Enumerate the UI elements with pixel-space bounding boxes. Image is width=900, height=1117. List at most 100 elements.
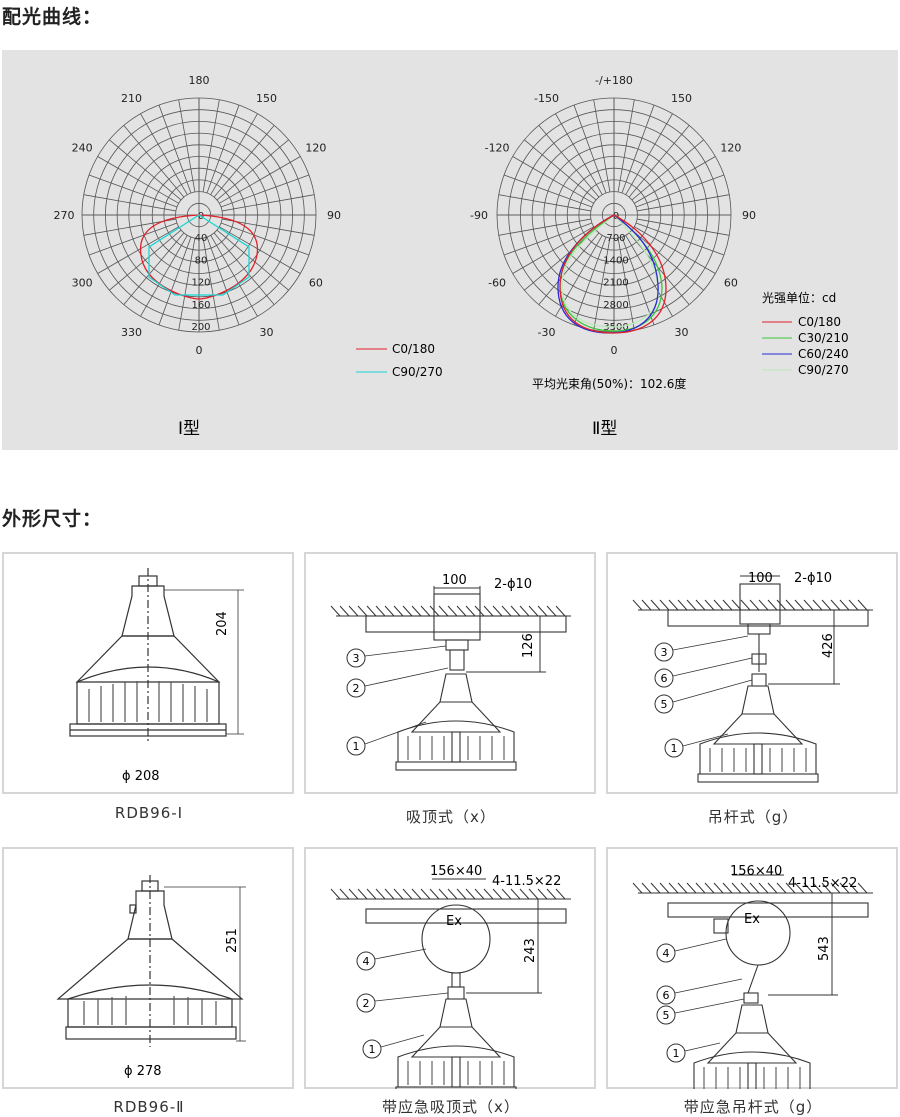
lamp-body xyxy=(697,685,819,783)
angle-label: 60 xyxy=(724,277,738,290)
callout-circle xyxy=(346,736,366,756)
angle-label: 30 xyxy=(260,326,274,339)
callout-number: 6 xyxy=(663,989,670,1002)
ceiling-hatch xyxy=(330,888,571,900)
angle-label: 30 xyxy=(675,326,689,339)
dimension-label: ϕ 278 xyxy=(124,1064,162,1079)
angle-label: 300 xyxy=(72,277,93,290)
angle-label: 0 xyxy=(611,344,618,357)
callout-circle xyxy=(664,738,684,758)
dimension-label: 2-ϕ10 xyxy=(794,571,832,586)
ex-mark: Ex xyxy=(744,912,760,927)
light-curve-heading: 配光曲线： xyxy=(2,6,103,28)
legend-label: C30/210 xyxy=(798,331,849,345)
legend-label: C0/180 xyxy=(392,342,435,356)
angle-label: 330 xyxy=(121,326,142,339)
polar-chart-type1: 1801501209060300330300270240210040801201… xyxy=(54,74,342,357)
callout-circle xyxy=(356,951,376,971)
radial-label: 80 xyxy=(195,255,208,266)
legend-label: C90/270 xyxy=(798,363,849,377)
angle-label: 150 xyxy=(671,92,692,105)
drawing-caption: RDB96-Ⅱ xyxy=(113,1098,185,1116)
emergency-box xyxy=(667,900,869,1004)
callout-number: 1 xyxy=(369,1043,376,1056)
callout-number: 3 xyxy=(661,646,668,659)
callout-number: 5 xyxy=(661,698,668,711)
intensity-curve xyxy=(139,214,259,300)
callout-circle xyxy=(654,668,674,688)
dimension-label: 156×40 xyxy=(430,864,482,879)
callout-number: 2 xyxy=(363,997,370,1010)
angle-label: 120 xyxy=(720,142,741,155)
angle-label: -150 xyxy=(534,92,559,105)
angle-label: 0 xyxy=(196,344,203,357)
angle-label: -30 xyxy=(538,326,556,339)
angle-label: -120 xyxy=(485,142,510,155)
polar-charts-svg: 1801501209060300330300270240210040801201… xyxy=(54,74,849,439)
angle-label: 240 xyxy=(72,142,93,155)
lamp-drawing: 251 ϕ 278 xyxy=(56,875,246,1079)
angle-label: 120 xyxy=(305,142,326,155)
unit-label: 光强单位：cd xyxy=(762,290,836,305)
dimensions-heading: 外形尺寸： xyxy=(2,508,103,530)
legend-label: C90/270 xyxy=(392,365,443,379)
callout-circle xyxy=(666,1043,686,1063)
callout-number: 6 xyxy=(661,672,668,685)
type-label: Ⅰ型 xyxy=(178,419,200,439)
callout-number: 1 xyxy=(671,742,678,755)
drawing-caption: 带应急吊杆式（g） xyxy=(683,1098,823,1116)
legend-label: C60/240 xyxy=(798,347,849,361)
intensity-curve xyxy=(561,214,659,328)
callout-number: 1 xyxy=(353,740,360,753)
angle-label: 60 xyxy=(309,277,323,290)
dimension-label: 543 xyxy=(817,936,832,961)
callout-number: 1 xyxy=(673,1047,680,1060)
dimension-label: ϕ 208 xyxy=(122,769,160,784)
dimension-label: 426 xyxy=(821,633,836,658)
callout-number: 3 xyxy=(353,652,360,665)
dimension-label: 2-ϕ10 xyxy=(494,577,532,592)
lamp-drawing: 204 ϕ 208 xyxy=(69,568,244,784)
callout-circle xyxy=(654,694,674,714)
dimension-label: 243 xyxy=(523,938,538,963)
angle-label: 150 xyxy=(256,92,277,105)
dimension-label: 156×40 xyxy=(730,864,782,879)
beam-angle-note: 平均光束角(50%)：102.6度 xyxy=(532,376,686,391)
angle-label: -/+180 xyxy=(595,74,633,87)
legend-label: C0/180 xyxy=(798,315,841,329)
callout-circle xyxy=(656,1005,676,1025)
dimension-label: 204 xyxy=(215,611,230,636)
callout-number: 4 xyxy=(363,955,370,968)
drawing-caption: RDB96-Ⅰ xyxy=(114,804,184,822)
angle-label: -60 xyxy=(488,277,506,290)
bracket xyxy=(667,583,869,687)
radial-label: 120 xyxy=(191,278,210,289)
radial-label: 200 xyxy=(191,322,210,333)
callout-circle xyxy=(656,943,676,963)
ex-mark: Ex xyxy=(446,914,462,929)
angle-label: 90 xyxy=(327,209,341,222)
lamp-body xyxy=(691,1004,813,1102)
ceiling-hatch xyxy=(330,605,571,617)
ceiling-hatch xyxy=(632,882,873,894)
drawing-rdb96-2: 251 ϕ 278 xyxy=(2,847,294,1089)
type-label: Ⅱ型 xyxy=(592,419,617,439)
radial-label: 3500 xyxy=(603,322,628,333)
callout-circle xyxy=(346,678,366,698)
angle-label: 180 xyxy=(189,74,210,87)
radial-label: 160 xyxy=(191,300,210,311)
dimension-label: 4-11.5×22 xyxy=(788,876,857,891)
intensity-curve xyxy=(148,214,250,296)
radial-label: 700 xyxy=(606,233,625,244)
angle-label: -90 xyxy=(470,209,488,222)
drawing-caption: 吊杆式（g） xyxy=(707,808,799,826)
callout-circle xyxy=(346,648,366,668)
angle-label: 90 xyxy=(742,209,756,222)
